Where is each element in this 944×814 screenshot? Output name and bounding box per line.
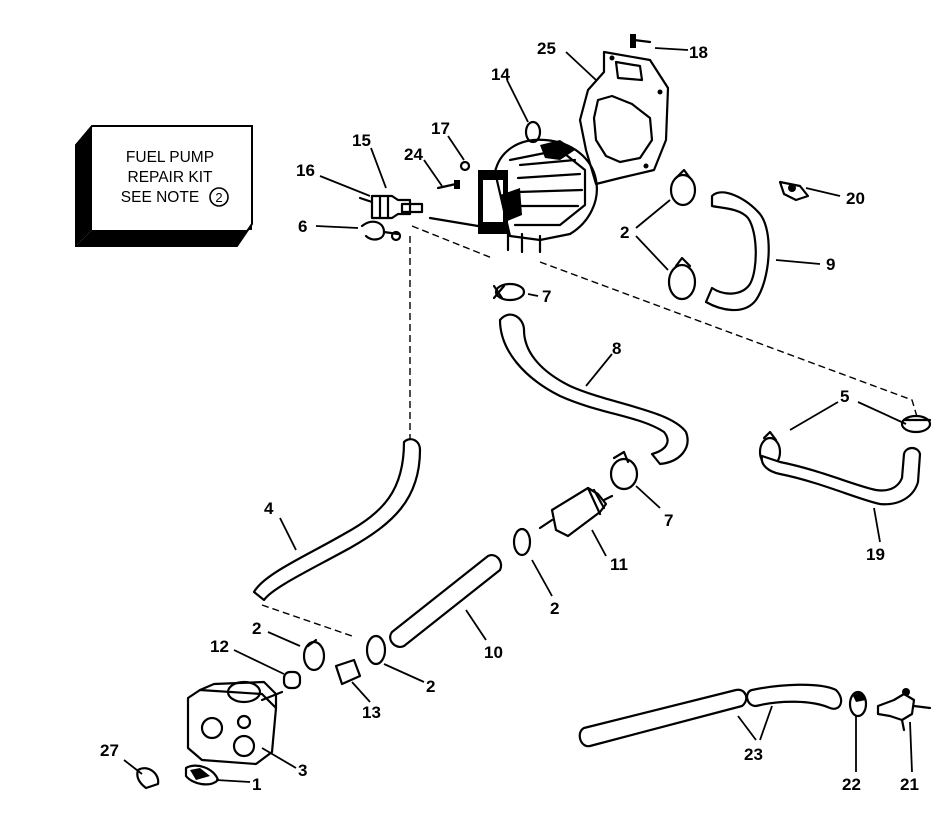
clamp-1: [184, 764, 220, 786]
callout-22: 22: [842, 775, 861, 794]
fitting-21: [876, 688, 932, 732]
callout-27: 27: [100, 741, 119, 760]
fitting-15-16: [358, 194, 424, 220]
clamp-5-right: [900, 414, 932, 434]
clamp-2-lowleft: [302, 638, 326, 672]
hose-23-a: [578, 688, 748, 748]
repair-kit-note-box: FUEL PUMP REPAIR KIT SEE NOTE 2: [75, 125, 253, 247]
callout-13: 13: [362, 703, 381, 722]
callout-labels: 25 14 18 17 24 15 16 6 2 9 20 7 8 5 19 7…: [100, 39, 919, 794]
clamp-2-lowright: [365, 634, 387, 666]
connector-13: [334, 658, 362, 686]
note-line-3: SEE NOTE: [121, 189, 199, 206]
clamp-2-lower: [667, 256, 697, 301]
callout-2-lowright: 2: [426, 677, 435, 696]
screw-24: [436, 180, 460, 190]
callout-21: 21: [900, 775, 919, 794]
clamp-22: [848, 690, 868, 718]
note-number-circle: [209, 187, 229, 207]
clamp-7-upper: [492, 282, 526, 302]
callout-4: 4: [264, 499, 274, 518]
callout-18: 18: [689, 43, 708, 62]
hose-23-b: [746, 683, 843, 710]
callout-7-upper: 7: [542, 287, 551, 306]
clamp-6: [360, 220, 402, 242]
callout-8: 8: [612, 339, 621, 358]
callout-2-upper: 2: [620, 223, 629, 242]
callout-23: 23: [744, 745, 763, 764]
clip-20: [778, 180, 810, 202]
callout-11: 11: [610, 555, 628, 574]
mounting-plate: [578, 50, 670, 186]
callout-14: 14: [491, 65, 510, 84]
clamp-2-mid: [512, 527, 532, 557]
fuel-filter: [538, 486, 614, 538]
leader-lines: [123, 47, 913, 783]
washer-17: [459, 160, 471, 172]
callout-17: 17: [431, 119, 450, 138]
assembly-lines: [261, 225, 919, 637]
screw-18: [630, 34, 652, 48]
callout-2-mid: 2: [550, 599, 559, 618]
connector-12: [282, 670, 302, 690]
fuel-pump-body: [428, 120, 598, 254]
callout-12: 12: [210, 637, 229, 656]
hose-9: [704, 191, 770, 312]
callout-3: 3: [298, 761, 307, 780]
callout-1: 1: [252, 775, 261, 794]
callout-5: 5: [840, 387, 849, 406]
callout-20: 20: [846, 189, 865, 208]
hose-8: [498, 313, 689, 466]
callout-19: 19: [866, 545, 885, 564]
clamp-2-upper: [669, 168, 697, 207]
callout-9: 9: [826, 255, 835, 274]
callout-2-lowleft: 2: [252, 619, 261, 638]
hose-4: [252, 438, 422, 602]
callout-7-lower: 7: [664, 511, 673, 530]
clip-27: [136, 767, 160, 790]
callout-15: 15: [352, 131, 371, 150]
note-line-2: REPAIR KIT: [128, 169, 214, 186]
hose-10: [389, 554, 503, 648]
note-number: 2: [215, 190, 222, 205]
callout-6: 6: [298, 217, 307, 236]
callout-10: 10: [484, 643, 503, 662]
clamp-7-lower: [609, 450, 639, 491]
callout-25: 25: [537, 39, 556, 58]
callout-16: 16: [296, 161, 315, 180]
hose-19: [760, 446, 922, 506]
callout-24: 24: [404, 145, 423, 164]
component-3: [186, 680, 284, 766]
note-line-1: FUEL PUMP: [126, 149, 214, 166]
